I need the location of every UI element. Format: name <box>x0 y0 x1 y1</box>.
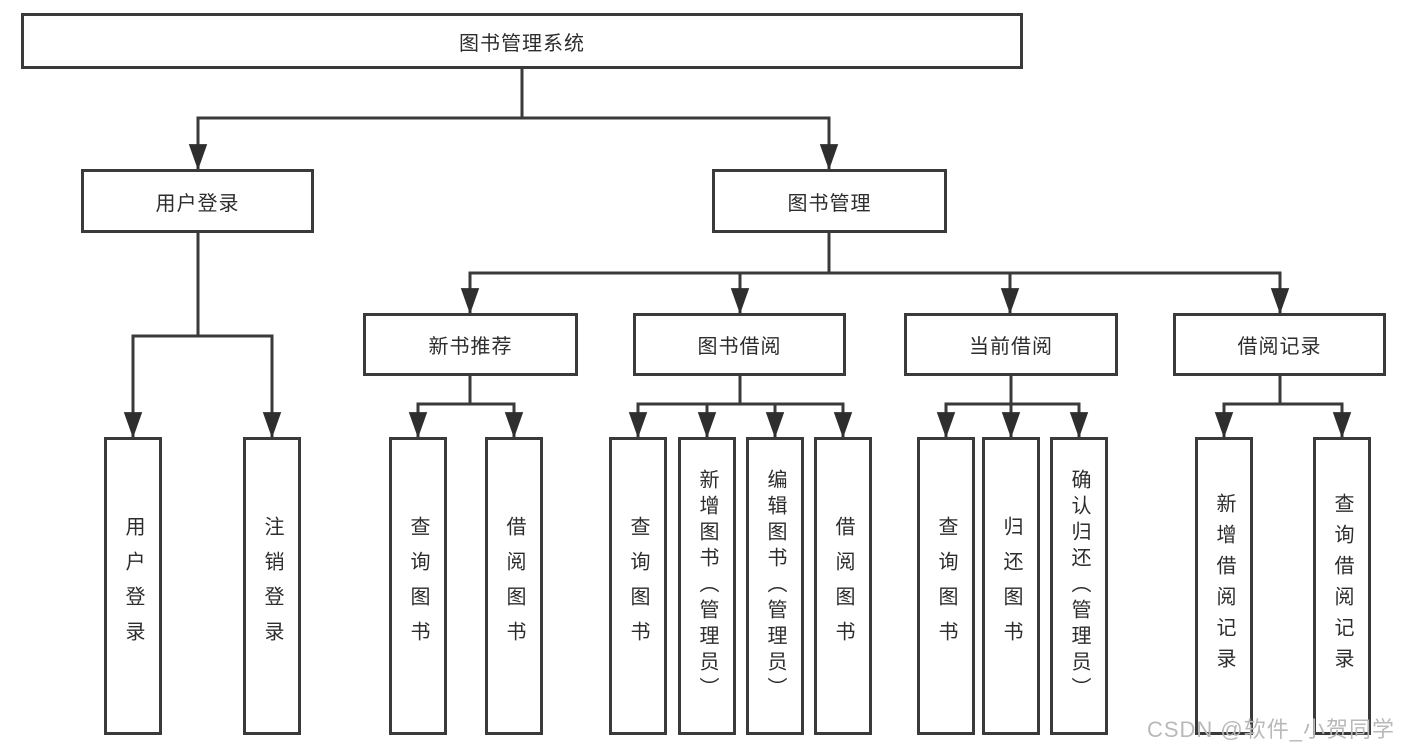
leaf-borrow-books: 借阅图书 <box>814 437 872 735</box>
leaf-edit-books-admin: 编辑图书（管理员） <box>746 437 804 735</box>
leaf-user-login: 用户登录 <box>104 437 162 735</box>
node-label-current-borrow: 当前借阅 <box>969 336 1053 358</box>
leaf-label-query-books-current: 查询图书 <box>935 516 957 656</box>
connector-root-to-level2 <box>188 69 839 171</box>
node-user-login: 用户登录 <box>81 169 314 233</box>
connector-newbook-to-leaves <box>408 376 524 439</box>
connector-currentborrow-to-leaves <box>936 376 1089 439</box>
leaf-label-query-books-newbook: 查询图书 <box>407 516 429 656</box>
leaf-borrow-books-newbook: 借阅图书 <box>485 437 543 735</box>
leaf-label-add-books-admin: 新增图书（管理员） <box>696 469 718 703</box>
leaf-label-add-borrow-record: 新增借阅记录 <box>1213 493 1235 679</box>
node-label-user-login: 用户登录 <box>155 192 240 215</box>
node-current-borrow: 当前借阅 <box>904 313 1118 376</box>
leaf-label-query-books-borrow: 查询图书 <box>627 516 649 656</box>
node-borrow-records: 借阅记录 <box>1173 313 1386 376</box>
connector-bookborrow-to-leaves <box>628 376 853 439</box>
node-label-book-borrow: 图书借阅 <box>697 336 782 358</box>
leaf-add-borrow-record: 新增借阅记录 <box>1195 437 1253 735</box>
node-label-new-book-recommend: 新书推荐 <box>428 336 513 358</box>
leaf-label-return-books: 归还图书 <box>1000 516 1022 656</box>
node-label-borrow-records: 借阅记录 <box>1237 336 1322 358</box>
leaf-logout: 注销登录 <box>243 437 301 735</box>
leaf-label-confirm-return-admin: 确认归还（管理员） <box>1068 469 1090 703</box>
leaf-label-user-login: 用户登录 <box>122 516 144 656</box>
leaf-label-edit-books-admin: 编辑图书（管理员） <box>764 469 786 703</box>
leaf-query-borrow-record: 查询借阅记录 <box>1313 437 1371 735</box>
leaf-return-books: 归还图书 <box>982 437 1040 735</box>
node-label-root: 图书管理系统 <box>459 32 585 55</box>
node-book-borrow: 图书借阅 <box>633 313 846 376</box>
node-library-management-system: 图书管理系统 <box>21 13 1023 69</box>
leaf-label-query-borrow-record: 查询借阅记录 <box>1331 493 1353 679</box>
leaf-query-books-borrow: 查询图书 <box>609 437 667 735</box>
connector-borrowrecords-to-leaves <box>1214 376 1352 439</box>
connector-userlogin-to-leaves <box>123 233 282 439</box>
leaf-label-borrow-books: 借阅图书 <box>832 516 854 656</box>
leaf-label-borrow-books-newbook: 借阅图书 <box>503 516 525 656</box>
leaf-confirm-return-admin: 确认归还（管理员） <box>1050 437 1108 735</box>
node-book-management: 图书管理 <box>712 169 947 233</box>
leaf-query-books-newbook: 查询图书 <box>389 437 447 735</box>
node-new-book-recommend: 新书推荐 <box>363 313 578 376</box>
leaf-label-logout: 注销登录 <box>261 516 283 656</box>
csdn-watermark: CSDN @软件_小贺同学 <box>1146 717 1395 742</box>
leaf-query-books-current: 查询图书 <box>917 437 975 735</box>
node-label-book-management: 图书管理 <box>787 192 872 215</box>
connector-bookmgmt-to-level3 <box>460 233 1290 315</box>
leaf-add-books-admin: 新增图书（管理员） <box>678 437 736 735</box>
